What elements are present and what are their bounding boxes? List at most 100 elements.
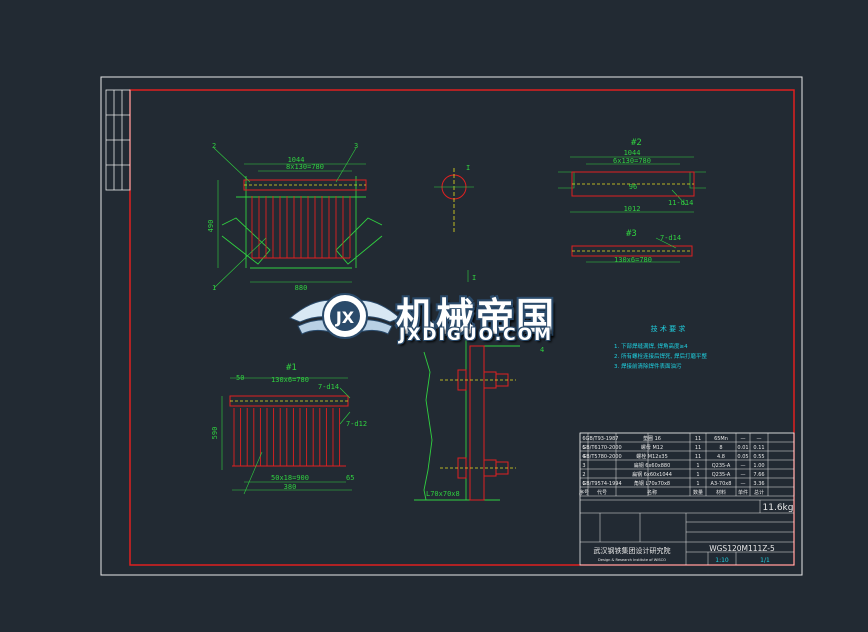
v2-dim-pitch: 6x130=780 [613,157,651,165]
dim-top-width: 1044 [288,156,305,164]
bom-cell: 螺栓 M12x35 [636,453,668,460]
bom-cell: 螺母 M12 [641,444,663,451]
bom-cell: 1 [696,463,699,469]
drawing-scale: 1:10 [715,557,729,564]
bom-cell: 11 [695,436,701,442]
bom-cell: 6 [582,436,585,442]
watermark-url: JXDIGUO.COM [399,325,554,345]
sheet-outer-border [100,76,803,576]
dim-top-pitch: 8x130=780 [286,163,324,171]
bom-cell: 11 [695,454,701,460]
v1-dim-holes-side: 7-d12 [346,420,367,428]
bom-cell: GB/T5780-2000 [582,454,621,460]
bom-cell: GB/T9574-1994 [582,481,621,487]
bom-cell: 扁钢 6x60x1044 [632,471,672,478]
section-label-i: I [466,164,470,172]
bom-cell: 7.66 [753,472,764,478]
view-hash1-label: #1 [286,363,297,373]
v3-dim-holes: 7-d14 [660,234,681,242]
v1-dim-holes-top: 7-d14 [318,383,339,391]
bom-cell: 8 [719,445,722,451]
bom-header-cell: 名称 [647,489,657,496]
bom-cell: 1 [582,481,585,487]
v1-dim-right: 65 [346,474,354,482]
angle-label: L70x70x8 [426,490,460,498]
company-name-en: Design & Research Institute of WISCO [598,558,666,562]
bom-cell: 3 [582,463,585,469]
section-arrow-i: I [467,270,476,282]
v2-dim-hole: 11-d14 [668,199,693,207]
view-hash3: #3 7-d14 130x6=780 [571,229,693,264]
dim-top-height: 490 [207,220,215,233]
bom-cell: 角钢 L70x70x8 [634,480,670,487]
view-hash3-label: #3 [626,229,637,239]
bom-cell: 1 [696,481,699,487]
v1-dim-bottom: 50x18=900 [271,474,309,482]
leader-label-1: 1 [212,284,216,292]
total-weight: 11.6kg [763,503,794,513]
bom-cell: 4.8 [717,454,725,460]
leader-label-2: 2 [212,142,216,150]
bom-cell: GB/T6170-2000 [582,445,621,451]
v1-dim-pitch: 130x6=780 [271,376,309,384]
view-top-left: 1044 8x130=780 490 880 2 3 1 [207,142,383,292]
v1-dim-width: 380 [284,483,297,491]
left-margin-strip [105,89,131,191]
bom-cell: 垫圈 16 [643,435,661,442]
watermark-logo-letters: JX [335,308,355,327]
v1-dim-height: 590 [211,427,219,440]
sheet-inner-frame [129,89,795,566]
v3-dim-pitch: 130x6=780 [614,256,652,264]
bom-cell: 2 [582,472,585,478]
v2-dim-width: 1044 [624,149,641,157]
bom-cell: — [741,436,746,442]
bom-header-cell: 数量 [693,489,703,496]
drawing-number: WGS120M111Z-5 [709,544,775,553]
tech-req-title: 技 术 要 求 [651,324,686,333]
section-detail-bolted: L70x70x8 4 [414,340,544,501]
bom-cell: 3.36 [753,481,764,487]
bom-cell: A3-70x8 [711,481,732,487]
watermark-logo-icon: JX [289,293,401,339]
bom-cell: GB/T93-1987 [586,436,619,442]
bom-cell: — [741,472,746,478]
bom-cell: Q235-A [712,463,731,469]
bom-cell: — [741,481,746,487]
bom-cell: — [741,463,746,469]
bom-header-cell: 材料 [716,489,726,496]
leader-label-4: 4 [540,346,544,354]
leader-label-3: 3 [354,142,358,150]
view-hash1: #1 50 130x6=780 7-d14 7-d12 590 50x18=90… [211,363,367,495]
bom-header-cell: 代号 [597,489,607,496]
tech-req-item-1: 1. 下部焊缝满焊, 焊角高度≥4 [614,342,688,350]
bom-cell: 11 [695,445,701,451]
drawing-sheet: 1/1 [760,557,770,564]
section-detail-i: I [434,164,474,232]
bom-cell: 4 [582,454,585,460]
bom-cell: 1.00 [753,463,764,469]
view-hash2: #2 1044 6x130=780 96 11-d14 1012 [558,138,706,213]
dim-top-bottom: 880 [295,284,308,292]
watermark-title: 机械帝国 [396,295,557,339]
technical-requirements: 技 术 要 求 1. 下部焊缝满焊, 焊角高度≥4 2. 所有螺栓连接后焊死, … [614,324,707,370]
v2-dim-mid: 96 [629,183,637,191]
view-hash2-label: #2 [631,138,642,148]
section-arrow-label: I [472,274,476,282]
v1-dim-left: 50 [236,374,244,382]
v2-dim-bottom: 1012 [624,205,641,213]
bom-cell: 0.11 [753,445,764,451]
bom-cell: 0.05 [737,454,748,460]
bom-cell: 65Mn [714,436,728,442]
bom-cell: — [757,436,762,442]
bom-cell: 0.55 [753,454,764,460]
bom-cell: 0.01 [737,445,748,451]
bom-cell: 1 [696,472,699,478]
company-name: 武汉钢铁集团设计研究院 [594,546,671,555]
tech-req-item-3: 3. 焊接前清除焊件表面油污 [614,362,682,370]
bom-cell: Q235-A [712,472,731,478]
bom-cell: 5 [582,445,585,451]
bom-cell: 扁钢 6x60x880 [634,462,671,469]
bom-header-cell: 总计 [754,489,764,496]
